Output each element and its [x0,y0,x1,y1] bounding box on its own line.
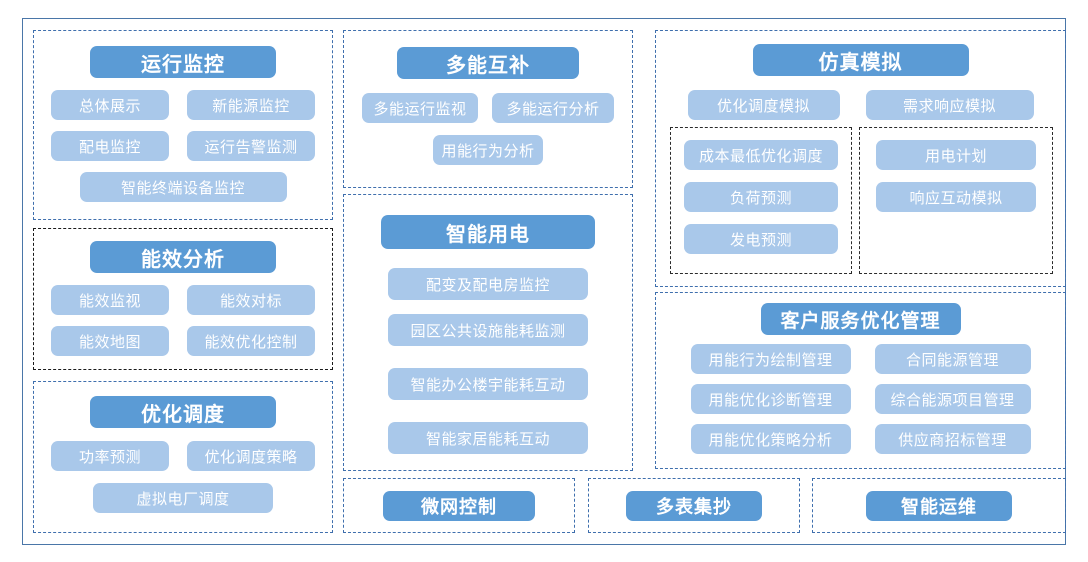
panel-microgrid-control[interactable]: 微网控制 [343,478,575,533]
panel-customer-service-optimization[interactable]: 客户服务优化管理 用能行为绘制管理 合同能源管理 用能优化诊断管理 综合能源项目… [655,292,1066,469]
panel-header-smart-electricity-use: 智能用电 [381,215,595,249]
chip-operation-alarm-monitoring[interactable]: 运行告警监测 [187,131,315,161]
chip-energy-behavior-profiling-management[interactable]: 用能行为绘制管理 [690,344,851,374]
chip-smart-home-energy-interaction[interactable]: 智能家居能耗互动 [388,422,588,454]
chip-multi-energy-operation-monitoring[interactable]: 多能运行监视 [362,93,478,123]
chip-overall-display[interactable]: 总体展示 [51,90,169,120]
chip-park-public-facility-energy-monitoring[interactable]: 园区公共设施能耗监测 [388,314,588,346]
chip-distribution-monitoring[interactable]: 配电监控 [51,131,169,161]
panel-header-microgrid-control: 微网控制 [383,491,535,521]
panel-multi-meter-reading[interactable]: 多表集抄 [588,478,800,533]
panel-operation-monitoring[interactable]: 运行监控 总体展示 新能源监控 配电监控 运行告警监测 智能终端设备监控 [33,30,333,220]
chip-load-forecast[interactable]: 负荷预测 [684,182,838,212]
chip-efficiency-optimization-control[interactable]: 能效优化控制 [187,326,315,356]
panel-header-optimal-dispatch: 优化调度 [90,396,276,428]
chip-multi-energy-operation-analysis[interactable]: 多能运行分析 [492,93,614,123]
chip-optimal-dispatch-simulation[interactable]: 优化调度模拟 [687,90,840,120]
chip-efficiency-monitoring[interactable]: 能效监视 [51,285,169,315]
chip-contract-energy-management[interactable]: 合同能源管理 [874,344,1031,374]
chip-integrated-energy-project-management[interactable]: 综合能源项目管理 [874,384,1031,414]
chip-optimal-dispatch-strategy[interactable]: 优化调度策略 [187,441,315,471]
chip-demand-response-simulation[interactable]: 需求响应模拟 [865,90,1034,120]
chip-smart-office-building-energy-interaction[interactable]: 智能办公楼宇能耗互动 [388,368,588,400]
panel-simulation[interactable]: 仿真模拟 优化调度模拟 需求响应模拟 成本最低优化调度 负荷预测 发电预测 用电… [655,30,1066,287]
chip-energy-optimization-diagnosis-management[interactable]: 用能优化诊断管理 [690,384,851,414]
subpanel-demand-response-group[interactable]: 用电计划 响应互动模拟 [859,127,1053,274]
chip-power-forecast[interactable]: 功率预测 [51,441,169,471]
panel-header-customer-service-optimization: 客户服务优化管理 [760,303,961,335]
panel-smart-operation-maintenance[interactable]: 智能运维 [812,478,1066,533]
subpanel-dispatch-simulation-group[interactable]: 成本最低优化调度 负荷预测 发电预测 [670,127,852,274]
panel-header-energy-efficiency-analysis: 能效分析 [90,241,276,273]
chip-energy-optimization-strategy-analysis[interactable]: 用能优化策略分析 [690,424,851,454]
chip-electricity-use-plan[interactable]: 用电计划 [876,140,1036,170]
chip-generation-forecast[interactable]: 发电预测 [684,224,838,254]
chip-efficiency-map[interactable]: 能效地图 [51,326,169,356]
panel-optimal-dispatch[interactable]: 优化调度 功率预测 优化调度策略 虚拟电厂调度 [33,381,333,533]
chip-smart-terminal-device-monitoring[interactable]: 智能终端设备监控 [79,172,287,202]
panel-header-simulation: 仿真模拟 [752,44,969,76]
chip-efficiency-benchmarking[interactable]: 能效对标 [187,285,315,315]
chip-new-energy-monitoring[interactable]: 新能源监控 [187,90,315,120]
chip-virtual-power-plant-dispatch[interactable]: 虚拟电厂调度 [93,483,273,513]
chip-energy-use-behavior-analysis[interactable]: 用能行为分析 [433,135,543,165]
panel-header-smart-operation-maintenance: 智能运维 [866,491,1012,521]
chip-supplier-bidding-management[interactable]: 供应商招标管理 [874,424,1031,454]
chip-lowest-cost-optimal-dispatch[interactable]: 成本最低优化调度 [684,140,838,170]
panel-smart-electricity-use[interactable]: 智能用电 配变及配电房监控 园区公共设施能耗监测 智能办公楼宇能耗互动 智能家居… [343,194,633,471]
panel-header-operation-monitoring: 运行监控 [90,46,276,78]
panel-header-multi-energy-complementarity: 多能互补 [397,47,579,79]
panel-energy-efficiency-analysis[interactable]: 能效分析 能效监视 能效对标 能效地图 能效优化控制 [33,228,333,370]
chip-transformer-substation-monitoring[interactable]: 配变及配电房监控 [388,268,588,300]
panel-multi-energy-complementarity[interactable]: 多能互补 多能运行监视 多能运行分析 用能行为分析 [343,30,633,188]
panel-header-multi-meter-reading: 多表集抄 [626,491,762,521]
chip-response-interaction-simulation[interactable]: 响应互动模拟 [876,182,1036,212]
